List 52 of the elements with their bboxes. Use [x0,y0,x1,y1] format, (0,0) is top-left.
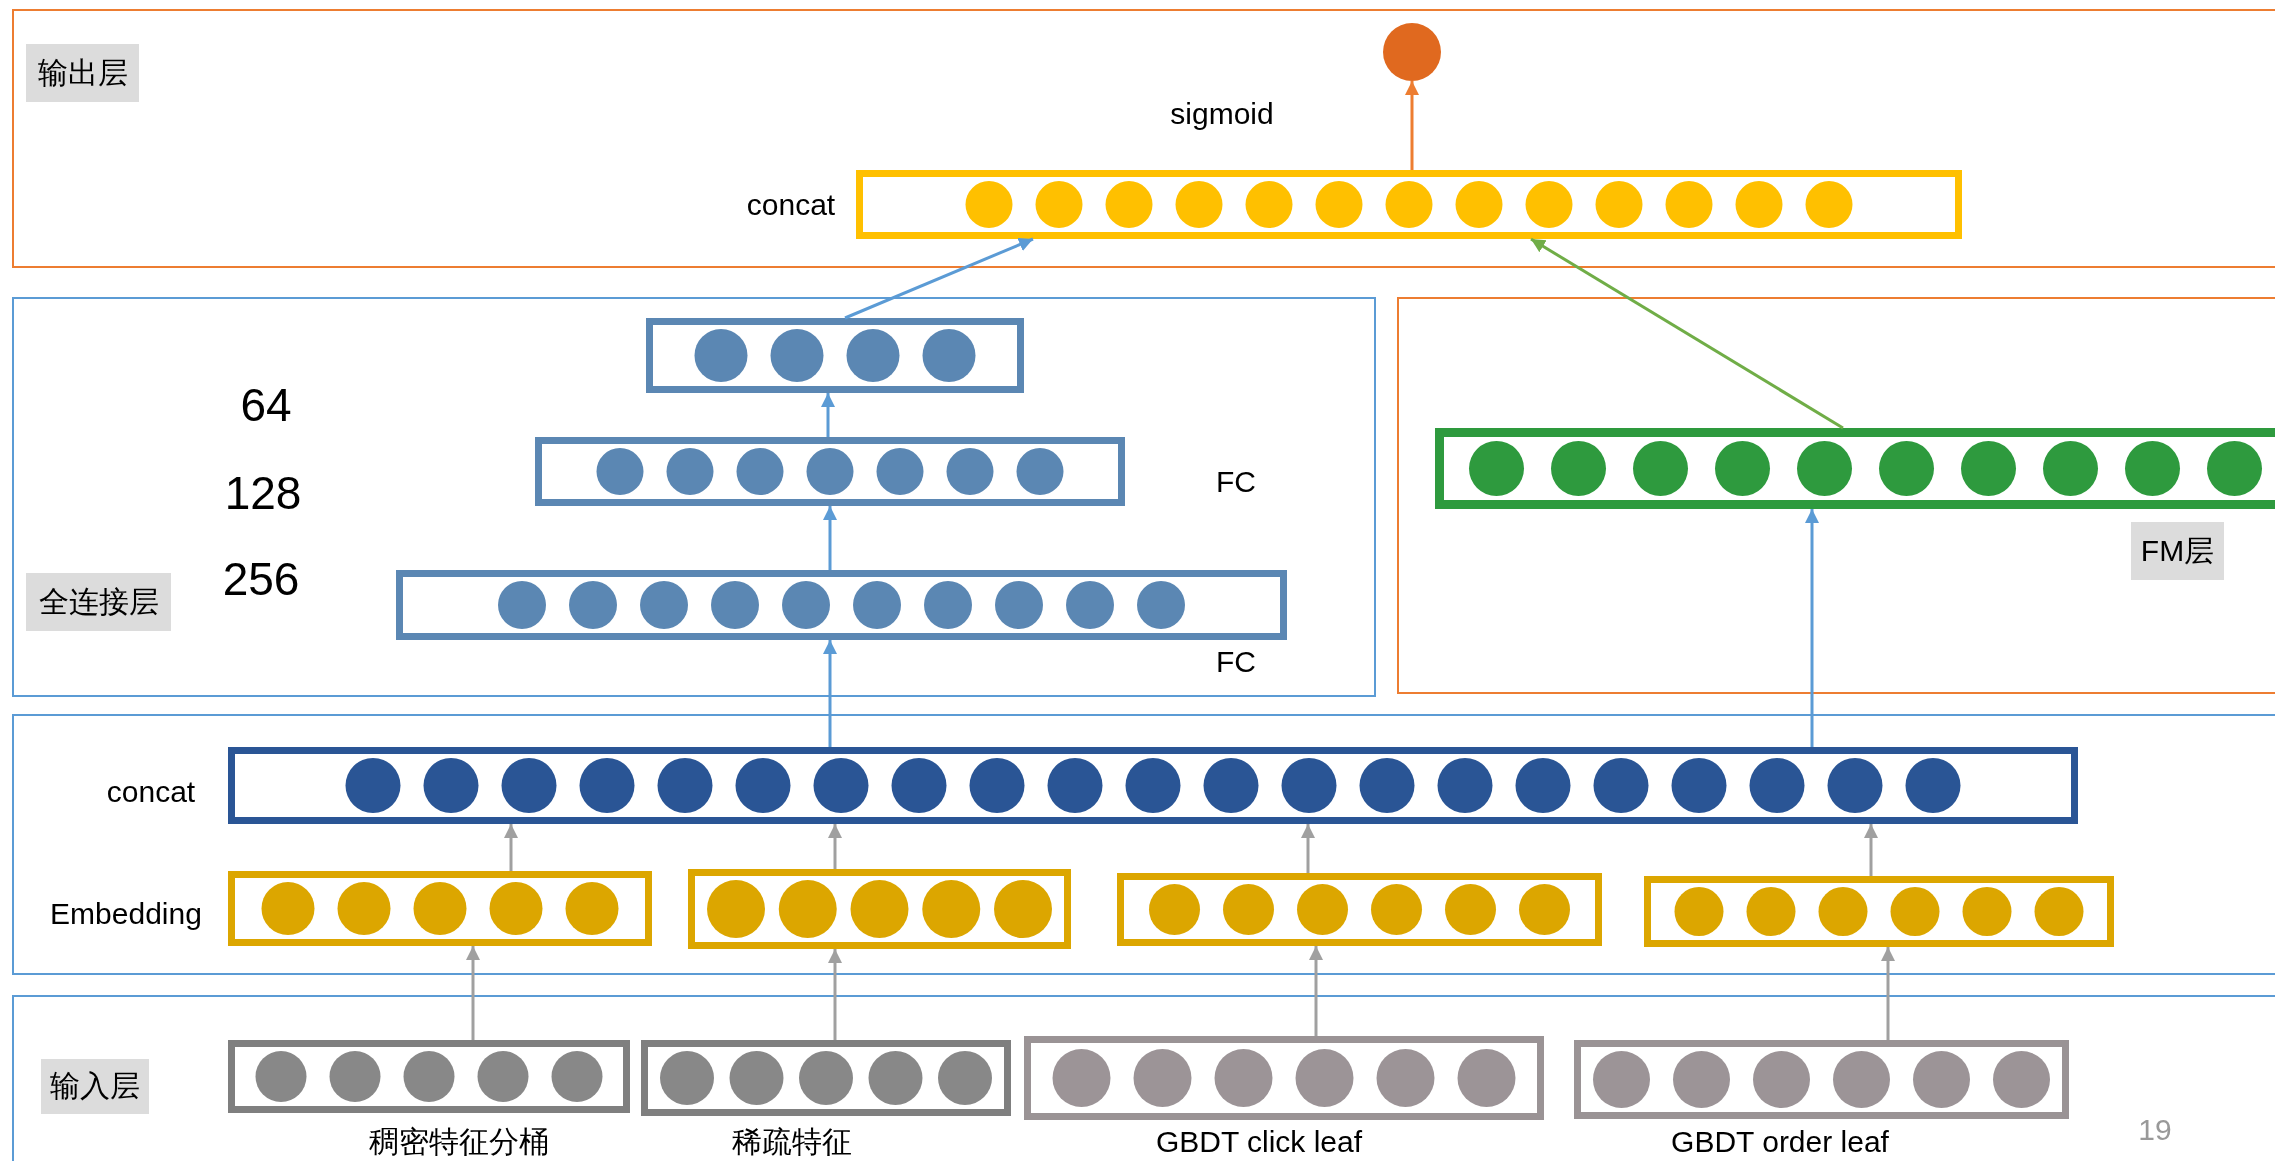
neuron-vector [396,570,1287,640]
arrow [1405,81,1419,170]
neuron-vector [1644,876,2114,947]
vector-label: concat [106,775,196,809]
vector-label: 稀疏特征 [732,1123,852,1160]
arrow [1309,946,1323,1036]
arrow [1864,824,1878,876]
neuron-vector [535,437,1125,506]
neuron-vector [641,1040,1011,1116]
neuron-vector [688,869,1071,949]
layer-type-label: FC [1216,645,1256,679]
neuron-vector [228,1040,630,1113]
neuron-vector [646,318,1024,393]
layer-label: 输入层 [41,1059,149,1114]
arrow [823,640,837,747]
layer-label: 全连接层 [26,573,171,631]
layer-label: 输出层 [26,44,139,102]
arrow [1530,237,1844,430]
page-number: 19 [2138,1113,2172,1147]
arrow [1301,824,1315,873]
layer-type-label: FC [1216,465,1256,499]
vector-label: Embedding [50,897,202,931]
arrow [828,949,842,1040]
output-neuron [1383,23,1441,81]
vector-label: 稠密特征分桶 [369,1123,549,1160]
vector-label: GBDT click leaf [1155,1125,1363,1159]
vector-label: GBDT order leaf [1671,1125,1889,1159]
neuron-vector [228,747,2078,824]
layer-panel [12,714,2275,975]
neuron-vector [1574,1040,2069,1119]
arrow [1805,509,1819,747]
layer-size: 64 [240,378,292,432]
arrow [466,946,480,1040]
layer-panel [12,9,2275,268]
arrow [821,393,835,437]
arrow [1881,947,1895,1040]
neuron-vector [1435,428,2275,509]
arrow [504,824,518,871]
layer-panel [1397,297,2275,694]
arrow [823,506,837,570]
arrow [844,237,1034,320]
layer-size: 128 [224,466,302,520]
neuron-vector [228,871,652,946]
layer-panel [12,297,1376,697]
neuron-vector [856,170,1962,239]
vector-label: concat [746,188,836,222]
layer-size: 256 [222,552,300,606]
layer-label: FM层 [2131,522,2224,580]
arrow [828,824,842,869]
layer-panel [12,995,2275,1161]
neuron-vector [1024,1036,1544,1120]
neuron-vector [1117,873,1602,946]
